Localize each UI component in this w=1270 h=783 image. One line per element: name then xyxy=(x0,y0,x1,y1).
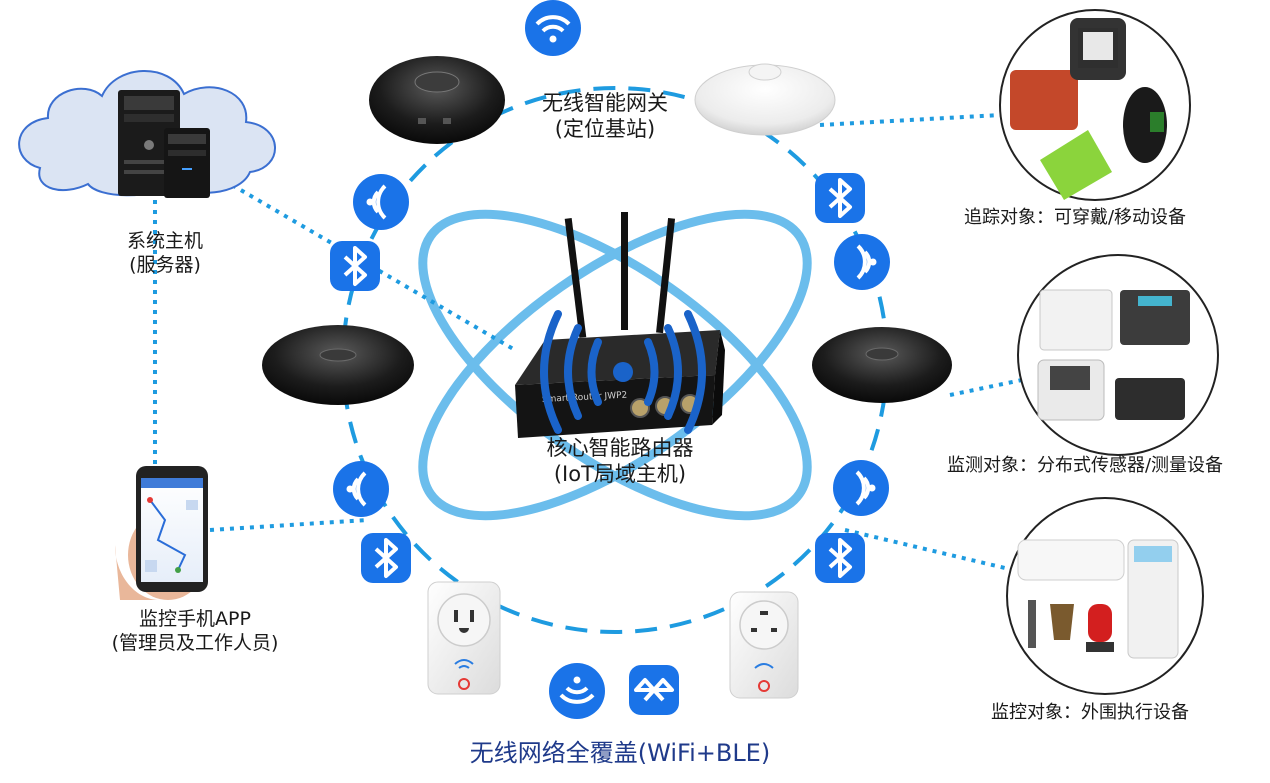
sensor-devices-circle xyxy=(1017,254,1219,456)
server-subtitle: (服务器) xyxy=(129,253,201,276)
bluetooth-icon xyxy=(361,533,411,583)
control-label: 监控对象：外围执行设备 xyxy=(991,702,1189,723)
gateway-title: 无线智能网关 xyxy=(542,91,668,115)
app-label: 监控手机APP (管理员及工作人员) xyxy=(70,608,320,656)
tracking-devices-circle xyxy=(999,9,1191,201)
signal-icon xyxy=(833,460,889,516)
orbit-ellipses xyxy=(418,209,812,521)
gateway-puck-right xyxy=(812,327,952,403)
server-tower-icon xyxy=(118,90,210,198)
core-router-device: Smart Router JWP2 xyxy=(515,212,725,438)
app-title: 监控手机APP xyxy=(139,608,251,630)
server-label: 系统主机 (服务器) xyxy=(85,230,245,278)
app-subtitle: (管理员及工作人员) xyxy=(111,631,279,654)
router-label: 核心智能路由器 (IoT局域主机) xyxy=(515,435,725,488)
monitoring-label: 监测对象：分布式传感器/测量设备 xyxy=(946,455,1224,476)
tracking-label: 追踪对象：可穿戴/移动设备 xyxy=(963,207,1187,228)
wifi-icon xyxy=(525,0,581,56)
gateway-puck-left xyxy=(262,325,414,405)
router-title: 核心智能路由器 xyxy=(546,436,694,460)
wifi-icon xyxy=(333,461,389,517)
wifi-icon xyxy=(353,174,409,230)
smartphone-icon xyxy=(115,466,208,600)
coverage-caption: 无线网络全覆盖(WiFi+BLE) xyxy=(469,739,771,767)
router-subtitle: (IoT局域主机) xyxy=(553,462,687,487)
gateway-puck-white xyxy=(694,63,836,136)
router-model-text: Smart Router JWP2 xyxy=(542,391,628,405)
gateway-subtitle: (定位基站) xyxy=(554,117,656,142)
bluetooth-icon xyxy=(330,241,380,291)
wifi-icon xyxy=(549,663,605,719)
gateway-puck-top-left xyxy=(369,56,505,144)
bluetooth-icon xyxy=(815,533,865,583)
bluetooth-icon xyxy=(815,173,865,223)
signal-icon xyxy=(834,234,890,290)
bluetooth-icon xyxy=(629,665,679,715)
actuator-devices-circle xyxy=(1006,497,1204,695)
gateway-label: 无线智能网关 (定位基站) xyxy=(510,90,700,143)
server-title: 系统主机 xyxy=(126,230,203,252)
smart-plug-left xyxy=(427,581,501,695)
router-signal-waves xyxy=(540,310,706,434)
smart-plug-right xyxy=(729,591,799,699)
